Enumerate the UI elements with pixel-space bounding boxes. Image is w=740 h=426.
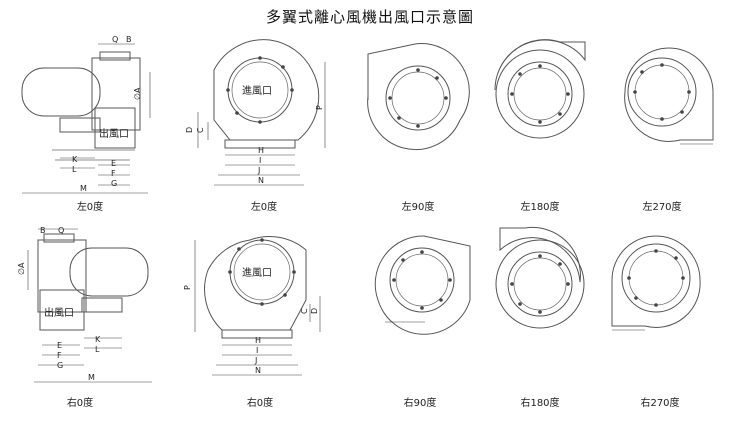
dim-label-g-right: G xyxy=(57,361,63,370)
side-view-right-0: B Q ∅A 出風口 K L E F G M 右0度 xyxy=(17,226,152,409)
dim-label-q: Q xyxy=(112,35,118,44)
dim-label-m: M xyxy=(80,184,87,193)
dim-label-e-right: E xyxy=(57,341,62,350)
front-view-left-270: 左270度 xyxy=(624,47,714,213)
dim-label-c-right: C xyxy=(300,308,309,314)
caption-right-90: 右90度 xyxy=(404,396,437,409)
dim-label-b-right: B xyxy=(40,226,46,235)
inlet-label: 進風口 xyxy=(242,85,272,97)
dim-label-i-right: I xyxy=(256,346,258,355)
dim-label-n-right: N xyxy=(255,366,261,375)
caption-left-0-side: 左0度 xyxy=(77,200,103,213)
front-view-right-0: 進風口 P D C H I J N 右0度 xyxy=(183,236,321,409)
front-view-right-270: 右270度 xyxy=(611,235,701,409)
front-view-right-180: 右180度 xyxy=(495,226,585,409)
dim-label-d-right: D xyxy=(310,308,319,314)
dim-label-g: G xyxy=(111,179,117,188)
outlet-label-right: 出風口 xyxy=(44,306,74,319)
side-view-left-0: Q B ∅A 出風口 K L E F G M 左0度 xyxy=(21,35,151,213)
front-view-left-180: 左180度 xyxy=(494,39,586,213)
caption-left-90: 左90度 xyxy=(402,200,435,213)
dim-label-e: E xyxy=(111,159,116,168)
dim-label-m-right: M xyxy=(88,373,95,382)
dim-label-k-right: K xyxy=(95,335,101,344)
caption-right-0: 右0度 xyxy=(247,396,273,409)
dim-label-l: L xyxy=(72,165,77,174)
dim-label-i: I xyxy=(259,156,261,165)
caption-left-270: 左270度 xyxy=(642,200,681,213)
dim-label-p: P xyxy=(315,105,324,110)
caption-right-0-side: 右0度 xyxy=(67,396,93,409)
dim-label-n: N xyxy=(258,176,264,185)
dim-label-q-right: Q xyxy=(58,226,64,235)
dim-label-j-right: J xyxy=(254,356,257,365)
front-view-right-90: 右90度 xyxy=(374,235,471,409)
caption-right-270: 右270度 xyxy=(640,396,679,409)
dim-label-k: K xyxy=(72,155,78,164)
dim-label-f: F xyxy=(111,169,116,178)
dim-label-l-right: L xyxy=(95,345,100,354)
caption-right-180: 右180度 xyxy=(520,396,559,409)
dim-label-h: H xyxy=(258,146,264,155)
outlet-label: 出風口 xyxy=(99,127,129,140)
dim-label-f-right: F xyxy=(57,351,62,360)
dim-label-p-right: P xyxy=(183,285,192,290)
dim-label-a-right: ∅A xyxy=(17,262,26,275)
front-view-left-0: 進風口 P D C H I J N 左0度 xyxy=(185,39,326,213)
dim-label-h-right: H xyxy=(255,336,261,345)
dim-label-c: C xyxy=(196,127,205,133)
dim-label-b: B xyxy=(126,35,132,44)
inlet-label-right: 進風口 xyxy=(242,267,272,279)
caption-left-0: 左0度 xyxy=(251,200,277,213)
caption-left-180: 左180度 xyxy=(520,200,559,213)
dim-label-d: D xyxy=(185,127,194,133)
dim-label-j: J xyxy=(257,166,260,175)
diagram-title: 多翼式離心風機出風口示意圖 xyxy=(265,8,474,26)
front-view-left-90: 左90度 xyxy=(367,43,470,213)
dim-label-a: ∅A xyxy=(133,87,142,100)
